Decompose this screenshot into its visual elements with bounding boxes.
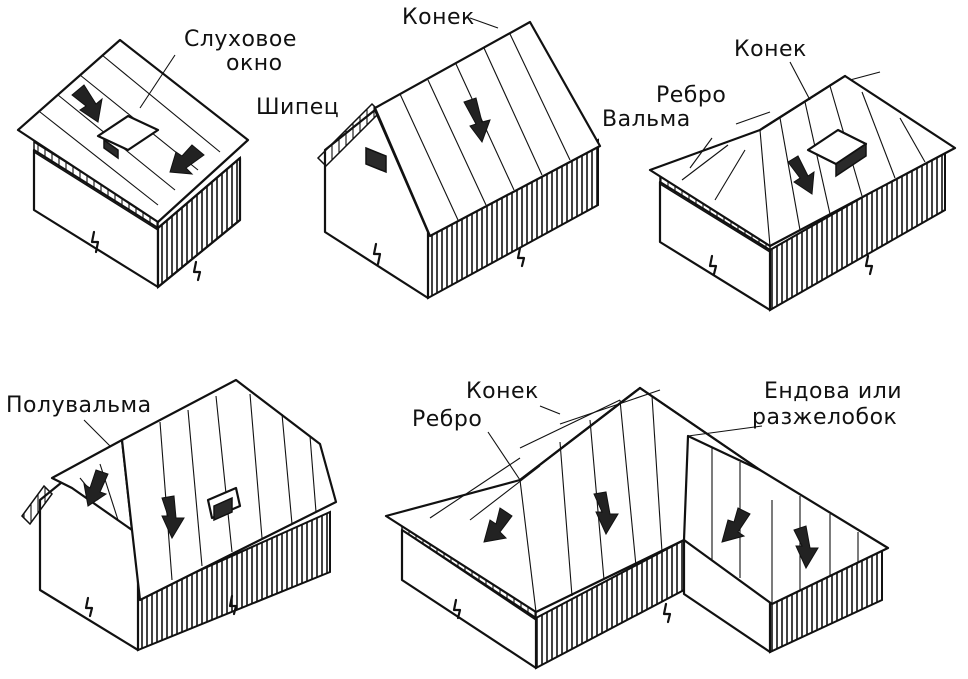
house4-slope-arrow-1 <box>83 469 109 507</box>
house-half-hip <box>21 378 338 652</box>
house4-slope-arrow-2 <box>161 495 185 540</box>
house1-slope-arrow-1 <box>71 84 103 123</box>
house5-slope-arrow-3 <box>721 507 751 543</box>
house2-slope-arrow <box>463 97 491 144</box>
house5-slope-arrow-1 <box>483 507 513 543</box>
label-dormer: Слуховое <box>184 27 297 52</box>
house-gable-dormer <box>16 38 250 290</box>
label-rib-bottom: Ребро <box>412 407 483 432</box>
label-ridge-top-middle: Конек <box>402 5 475 30</box>
house-gable-end <box>316 17 602 300</box>
house5-slope-arrow-4 <box>793 525 819 570</box>
house1-slope-arrow-2 <box>169 144 205 175</box>
house2-gable-window <box>365 146 387 174</box>
label-gable: Шипец <box>256 95 340 120</box>
label-hip: Вальма <box>602 107 691 132</box>
house5-slope-arrow-2 <box>593 491 619 536</box>
label-valley-2: разжелобок <box>752 405 898 430</box>
label-dormer-2: окно <box>226 51 283 76</box>
house1-dormer <box>96 114 160 152</box>
house2-roof <box>373 20 602 238</box>
label-ridge-bottom: Конек <box>466 379 539 404</box>
label-rib-top-right: Ребро <box>656 83 727 108</box>
house4-side-wall <box>137 510 331 652</box>
house-hip <box>648 61 957 312</box>
label-ridge-top-right: Конек <box>734 37 807 62</box>
house-l-shaped <box>384 386 890 670</box>
label-valley: Ендова или <box>764 379 903 404</box>
house3-slope-arrow <box>787 155 815 195</box>
label-half-hip: Полувальма <box>6 393 152 418</box>
